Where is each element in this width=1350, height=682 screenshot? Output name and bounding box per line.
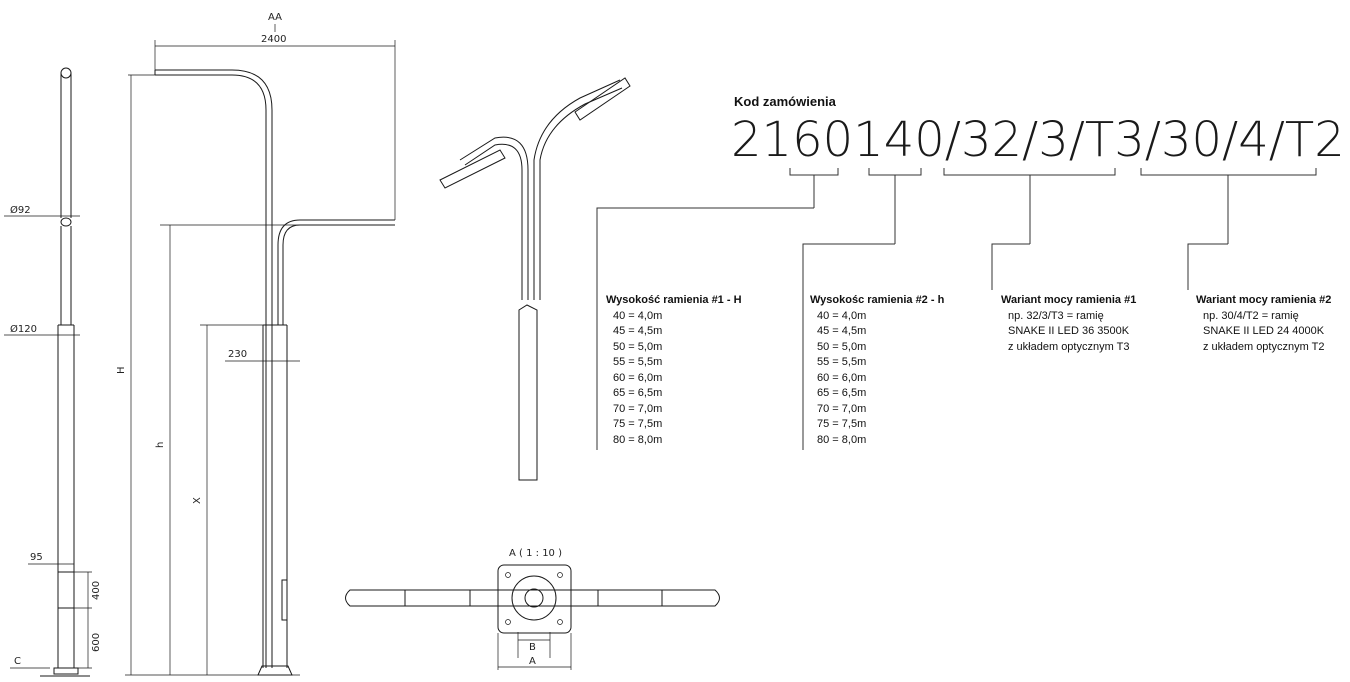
dim-h: h bbox=[155, 442, 166, 448]
legend-item: 40 = 4,0m bbox=[817, 309, 867, 322]
dim-c: C bbox=[14, 656, 21, 667]
legend-item: 60 = 6,0m bbox=[817, 371, 867, 384]
side-view-pole bbox=[40, 67, 90, 677]
legend-item: 45 = 4,5m bbox=[613, 325, 663, 337]
dim-aa: AA bbox=[268, 12, 282, 23]
legend-item: np. 32/3/T3 = ramię bbox=[1008, 309, 1104, 322]
legend-arm2-height: Wysokośc ramienia #2 - h 40 = 4,0m 45 = … bbox=[810, 293, 944, 448]
legend-item: 55 = 5,5m bbox=[613, 356, 663, 368]
dim-d400: 400 bbox=[91, 581, 102, 600]
detail-dim-b: B bbox=[529, 642, 536, 653]
dim-width-top: 2400 bbox=[261, 34, 286, 45]
legend-item: SNAKE II LED 24 4000K bbox=[1203, 325, 1325, 337]
front-view-dims: AA 2400 H h X 230 bbox=[116, 12, 396, 676]
dim-d600: 600 bbox=[91, 633, 102, 652]
legend-item: 55 = 5,5m bbox=[817, 356, 867, 368]
legend-item: 60 = 6,0m bbox=[613, 371, 663, 384]
legend-arm1-height: Wysokość ramienia #1 - H 40 = 4,0m 45 = … bbox=[606, 293, 742, 448]
order-code-value: 2160140/32/3/T3/30/4/T2 bbox=[731, 112, 1345, 168]
order-code-leaders bbox=[596, 168, 1317, 450]
legend-heading: Wariant mocy ramienia #2 bbox=[1196, 294, 1332, 306]
legend-item: 80 = 8,0m bbox=[613, 433, 663, 446]
legend-item: 50 = 5,0m bbox=[613, 340, 663, 353]
legend-item: np. 30/4/T2 = ramię bbox=[1203, 309, 1299, 322]
legend-item: SNAKE II LED 36 3500K bbox=[1008, 325, 1130, 337]
legend-item: 75 = 7,5m bbox=[613, 418, 663, 430]
dim-X: X bbox=[192, 497, 203, 504]
side-view-dims: Ø92 Ø120 95 400 600 C bbox=[4, 204, 102, 669]
legend-item: 70 = 7,0m bbox=[817, 402, 867, 415]
legend-item: 40 = 4,0m bbox=[613, 309, 663, 322]
legend-item: 80 = 8,0m bbox=[817, 433, 867, 446]
dim-d120: Ø120 bbox=[10, 323, 37, 335]
detail-title: A ( 1 : 10 ) bbox=[509, 548, 562, 559]
isometric-view bbox=[439, 77, 631, 481]
front-view-pole bbox=[154, 69, 395, 676]
order-code-title: Kod zamówienia bbox=[734, 94, 836, 109]
legend-item: 70 = 7,0m bbox=[613, 402, 663, 415]
dim-H: H bbox=[116, 366, 127, 374]
legend-item: 65 = 6,5m bbox=[613, 387, 663, 399]
legend-item: 45 = 4,5m bbox=[817, 325, 867, 337]
legend-heading: Wysokośc ramienia #2 - h bbox=[810, 294, 945, 306]
legend-heading: Wariant mocy ramienia #1 bbox=[1001, 294, 1137, 306]
legend-item: 75 = 7,5m bbox=[817, 418, 867, 430]
legend-item: 65 = 6,5m bbox=[817, 387, 867, 399]
dim-d95: 95 bbox=[30, 552, 43, 563]
legend-arm2-power: Wariant mocy ramienia #2 np. 30/4/T2 = r… bbox=[1196, 293, 1331, 355]
legend-item: z układem optycznym T3 bbox=[1008, 340, 1130, 353]
legend-arm1-power: Wariant mocy ramienia #1 np. 32/3/T3 = r… bbox=[1001, 293, 1136, 355]
legend-item: 50 = 5,0m bbox=[817, 340, 867, 353]
legend-heading: Wysokość ramienia #1 - H bbox=[606, 294, 742, 306]
detail-dim-a: A bbox=[529, 656, 536, 667]
dim-d230: 230 bbox=[228, 349, 247, 360]
dim-d92: Ø92 bbox=[10, 204, 31, 216]
legend-item: z układem optycznym T2 bbox=[1203, 340, 1325, 353]
detail-view-a: A ( 1 : 10 ) B A bbox=[345, 548, 720, 670]
